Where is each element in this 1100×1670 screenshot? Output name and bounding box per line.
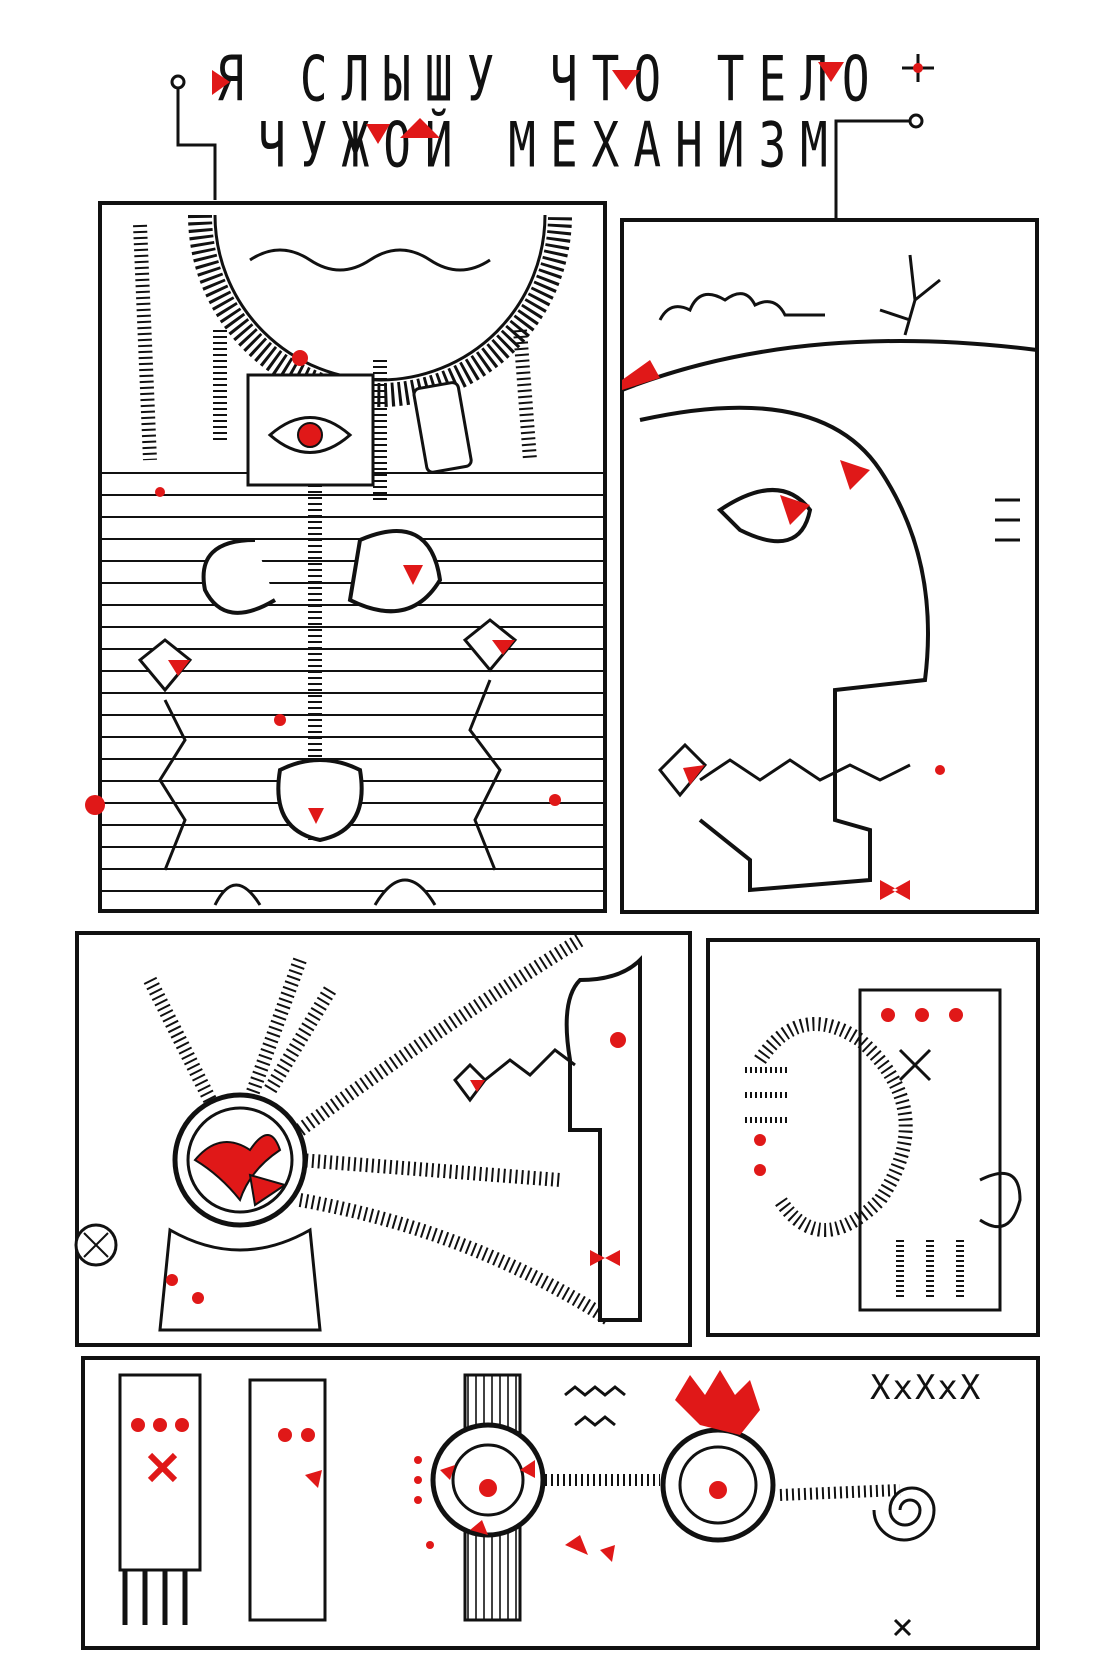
panel-1 [85, 201, 607, 913]
title-line-1: Я СЛЫШУ ЧТО ТЕЛО [216, 42, 884, 116]
panel-4 [706, 938, 1040, 1337]
panel-5 [81, 1356, 1040, 1650]
title-decoration [170, 54, 934, 225]
panel-2 [620, 218, 1039, 914]
panel-5-marks: XxXxX [870, 1368, 983, 1408]
panel-3 [74, 931, 692, 1347]
title-line-2: ЧУЖОЙ МЕХАНИЗМ [258, 108, 842, 182]
